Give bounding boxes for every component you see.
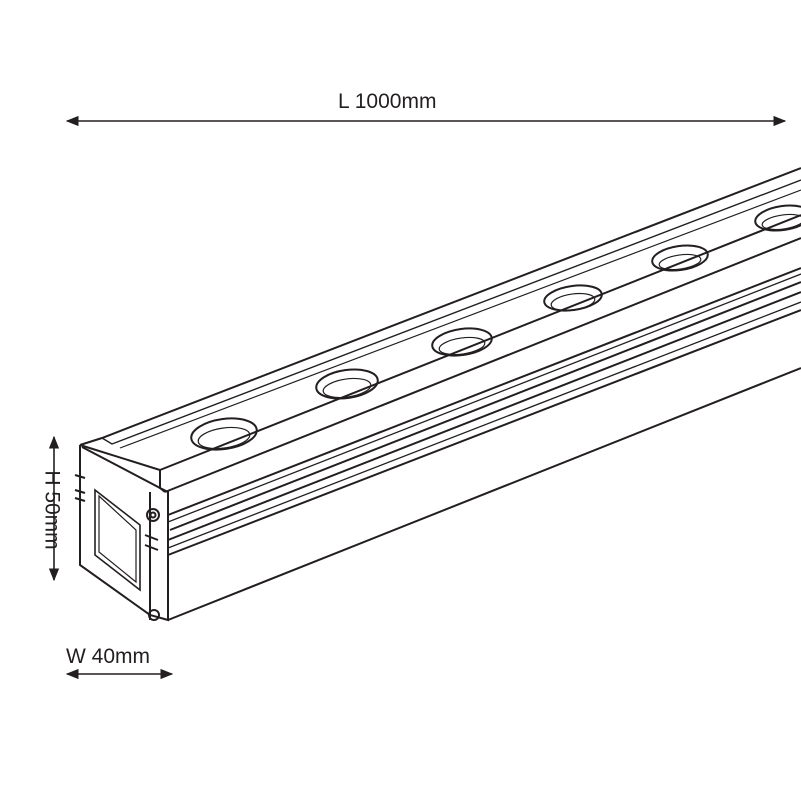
led-lens-holes (190, 204, 801, 451)
length-label: L 1000mm (338, 90, 437, 113)
light-bar-body (74, 167, 801, 622)
width-label: W 40mm (66, 645, 150, 668)
height-label: H 50mm (40, 470, 64, 550)
